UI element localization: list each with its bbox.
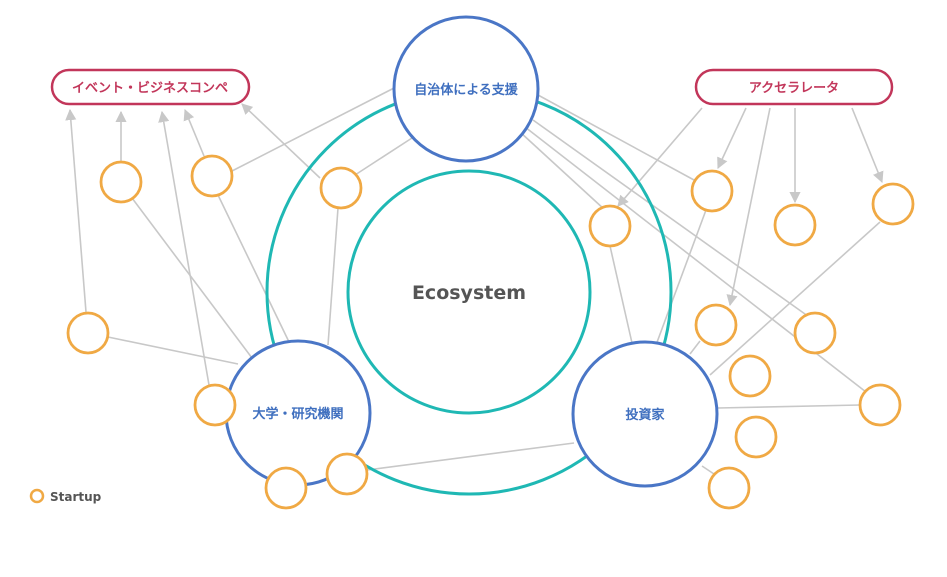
- startup-node[interactable]: [871, 182, 915, 226]
- edge-government: [231, 85, 399, 172]
- edge-startup-to-event: [158, 110, 210, 386]
- pill-accelerator-outline: [694, 68, 894, 106]
- startup-node[interactable]: [707, 466, 751, 510]
- startup-node[interactable]: [66, 311, 110, 355]
- edge-investor: [609, 245, 633, 344]
- hub-government-label: 自治体による支援: [414, 82, 519, 98]
- startup-node[interactable]: [190, 154, 234, 198]
- ecosystem-label: Ecosystem: [412, 282, 526, 304]
- startup-node[interactable]: [728, 354, 772, 398]
- pill-event-outline: [50, 68, 251, 106]
- startup-node[interactable]: [325, 452, 369, 496]
- startup-node[interactable]: [858, 383, 902, 427]
- pill-event-competition[interactable]: イベント・ビジネスコンペ: [50, 68, 251, 106]
- edge-investor: [709, 221, 881, 376]
- startup-node[interactable]: [319, 166, 363, 210]
- pill-accelerator[interactable]: アクセラレータ: [694, 68, 894, 106]
- legend-startup-marker: [29, 488, 45, 504]
- edge-investor: [655, 209, 707, 346]
- edge-accelerator-to-startup: [617, 107, 703, 207]
- edge-government: [519, 131, 606, 211]
- connections: [65, 85, 884, 475]
- hub-investor[interactable]: 投資家: [571, 340, 719, 488]
- edge-accelerator-to-startup: [726, 107, 771, 307]
- pill-accelerator-label: アクセラレータ: [749, 81, 839, 96]
- startup-node[interactable]: [734, 415, 778, 459]
- hub-university[interactable]: 大学・研究機関: [224, 339, 372, 487]
- edge-investor: [689, 340, 701, 355]
- startup-node[interactable]: [99, 160, 143, 204]
- edge-investor: [701, 465, 715, 475]
- edge-university: [366, 442, 575, 471]
- pill-event-label: イベント・ビジネスコンペ: [72, 80, 228, 96]
- hub-government-circle: [392, 15, 540, 163]
- edge-university: [217, 194, 291, 345]
- hub-government[interactable]: 自治体による支援: [392, 15, 540, 163]
- edge-investor: [717, 404, 861, 409]
- edge-university: [107, 336, 239, 365]
- startup-node[interactable]: [264, 466, 308, 510]
- legend: Startup: [29, 488, 102, 504]
- startup-node[interactable]: [193, 383, 237, 427]
- startup-node[interactable]: [690, 169, 734, 213]
- edge-startup-to-event: [183, 108, 205, 157]
- edge-government: [532, 119, 813, 320]
- legend-startup-label: Startup: [50, 490, 102, 504]
- edge-accelerator-to-startup: [717, 107, 747, 170]
- edge-hub-to-event: [241, 103, 321, 179]
- edge-accelerator-to-startup: [851, 107, 884, 184]
- edge-university: [131, 197, 253, 359]
- startup-node[interactable]: [588, 204, 632, 248]
- hub-investor-circle: [571, 340, 719, 488]
- edge-government: [354, 137, 413, 176]
- hub-investor-label: 投資家: [625, 407, 665, 423]
- startup-node[interactable]: [773, 203, 817, 247]
- inner-ecosystem-ring: [346, 169, 592, 415]
- hub-university-label: 大学・研究機関: [252, 406, 343, 422]
- edge-university: [327, 207, 339, 346]
- edge-startup-to-event: [65, 108, 87, 313]
- startup-node[interactable]: [694, 303, 738, 347]
- startup-node[interactable]: [793, 311, 837, 355]
- edge-government: [537, 94, 695, 181]
- startups: [66, 154, 915, 510]
